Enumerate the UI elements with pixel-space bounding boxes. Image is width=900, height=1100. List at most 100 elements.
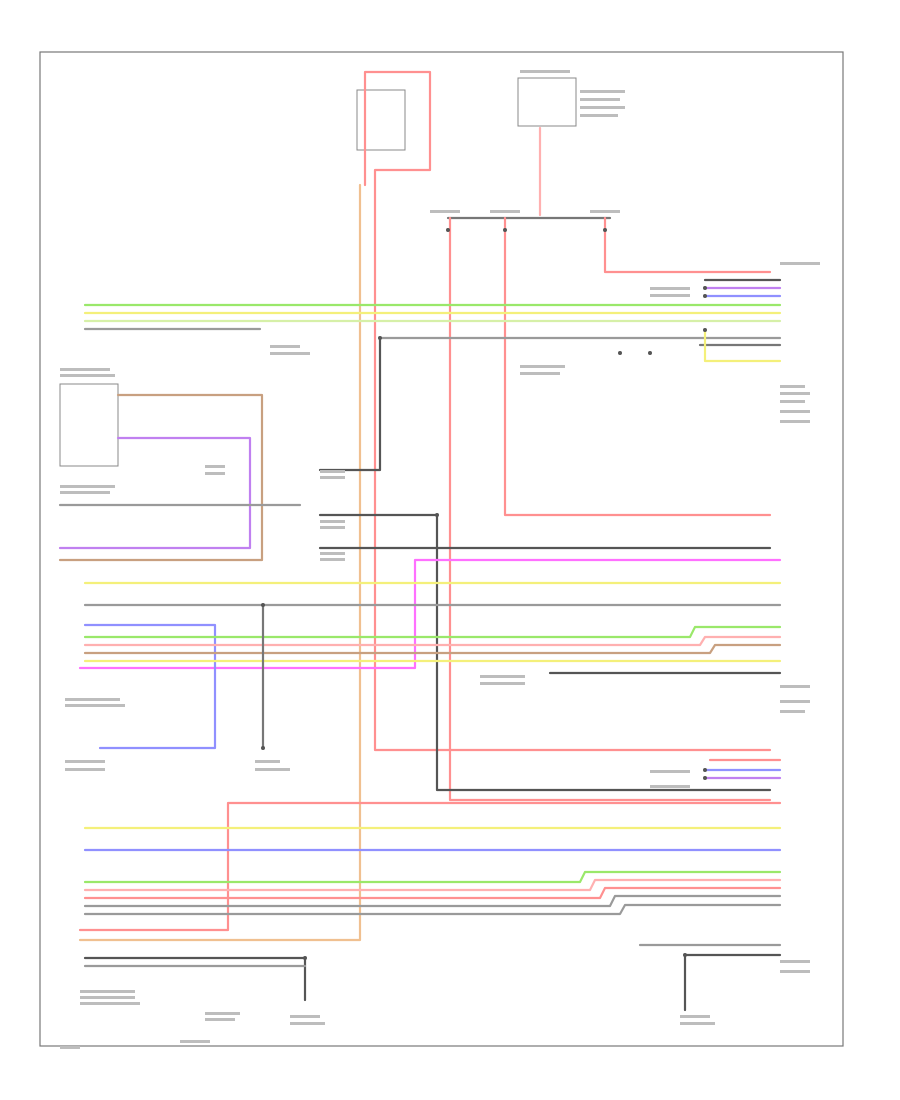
label-mark-8	[60, 368, 110, 371]
low-black-ground	[83, 956, 307, 1002]
mid-green	[83, 625, 782, 639]
label-mark-5	[430, 210, 460, 213]
connector-dot-1	[503, 228, 507, 232]
wire-group	[58, 70, 782, 1012]
label-mark-44	[650, 785, 690, 788]
label-mark-9	[60, 374, 115, 377]
trailer-switch-box	[59, 383, 119, 467]
label-mark-4	[580, 114, 618, 117]
label-mark-48	[205, 1012, 240, 1015]
switch-orange	[58, 393, 264, 562]
mid-brown	[83, 643, 782, 655]
label-mark-2	[580, 98, 620, 101]
label-mark-11	[270, 352, 310, 355]
label-mark-53	[680, 1022, 715, 1025]
label-mark-17	[780, 385, 805, 388]
connector-dot-9	[703, 768, 707, 772]
low-red-main	[78, 801, 782, 932]
low-gray-2	[83, 903, 782, 916]
label-mark-33	[480, 682, 525, 685]
label-mark-24	[320, 520, 345, 523]
label-mark-23	[320, 476, 345, 479]
low-red-2	[83, 878, 782, 892]
fuse-orange-wire	[78, 183, 362, 942]
label-mark-37	[65, 698, 120, 701]
label-mark-46	[80, 996, 135, 999]
label-mark-15	[650, 287, 690, 290]
connector-dot-10	[703, 776, 707, 780]
connector-dot-12	[303, 956, 307, 960]
connector-dot-0	[446, 228, 450, 232]
label-mark-26	[320, 552, 345, 555]
fuse-feed-wire	[363, 70, 772, 752]
label-mark-10	[270, 345, 300, 348]
label-mark-16	[650, 294, 690, 297]
label-mark-38	[65, 704, 125, 707]
label-mark-45	[80, 990, 135, 993]
mid-blue-loop	[83, 623, 217, 750]
label-mark-41	[255, 760, 280, 763]
label-mark-19	[780, 400, 805, 403]
label-mark-49	[205, 1018, 235, 1021]
label-mark-18	[780, 392, 810, 395]
mid-red	[83, 635, 782, 647]
switch-violet	[58, 436, 252, 550]
label-mark-20	[780, 410, 810, 413]
label-mark-22	[320, 470, 345, 473]
connector-dot-11	[683, 953, 687, 957]
connector-dot-2	[603, 228, 607, 232]
label-mark-14	[780, 262, 820, 265]
connector-dot-6	[703, 286, 707, 290]
connector-dot-14	[648, 351, 652, 355]
label-mark-0	[520, 70, 570, 73]
mid-magenta	[78, 558, 782, 670]
splice-red-1	[448, 216, 772, 802]
connector-dot-4	[435, 513, 439, 517]
connector-dot-3	[378, 336, 382, 340]
label-mark-51	[290, 1022, 325, 1025]
label-mark-35	[780, 700, 810, 703]
label-mark-42	[255, 768, 290, 771]
connector-dot-5	[261, 603, 265, 607]
low-red-3	[83, 886, 782, 900]
row-black-1	[318, 336, 382, 472]
label-mark-21	[780, 420, 810, 423]
label-mark-39	[65, 760, 105, 763]
row-yellow-2	[703, 328, 782, 363]
label-mark-29	[205, 472, 225, 475]
label-mark-13	[520, 372, 560, 375]
label-mark-27	[320, 558, 345, 561]
label-mark-6	[490, 210, 520, 213]
label-mark-7	[590, 210, 620, 213]
label-mark-28	[205, 465, 225, 468]
connector-dot-13	[261, 746, 265, 750]
low-gray-1	[83, 894, 782, 908]
label-mark-50	[290, 1015, 320, 1018]
splice-red-2	[503, 216, 772, 517]
connector-dot-7	[703, 294, 707, 298]
label-mark-56	[60, 1046, 80, 1049]
label-mark-30	[60, 485, 115, 488]
label-mark-52	[680, 1015, 710, 1018]
connector-dot-15	[618, 351, 622, 355]
control-module-box	[517, 77, 577, 127]
label-mark-1	[580, 90, 625, 93]
label-mark-43	[650, 770, 690, 773]
label-mark-12	[520, 365, 565, 368]
label-mark-34	[780, 685, 810, 688]
label-mark-31	[60, 491, 110, 494]
connector-dot-8	[703, 328, 707, 332]
label-mark-36	[780, 710, 805, 713]
label-mark-54	[780, 960, 810, 963]
label-mark-57	[180, 1040, 210, 1043]
diagram-frame	[39, 51, 844, 1047]
splice-red-3	[603, 216, 772, 274]
label-mark-55	[780, 970, 810, 973]
label-mark-40	[65, 768, 105, 771]
label-mark-3	[580, 106, 625, 109]
label-group	[60, 70, 820, 1049]
label-mark-47	[80, 1002, 140, 1005]
label-mark-25	[320, 526, 345, 529]
low-green	[83, 870, 782, 884]
